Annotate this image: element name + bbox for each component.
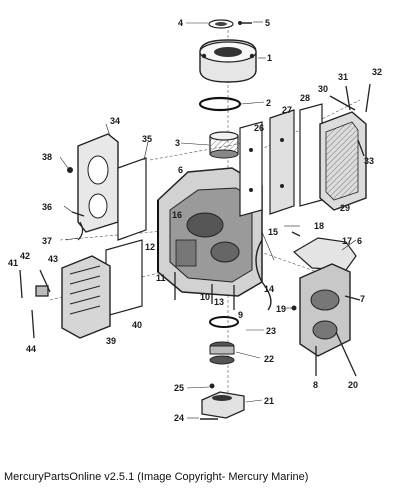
callout-43: 43 — [48, 254, 58, 264]
callout-labels: 1 2 3 4 5 6 6 7 8 9 10 11 12 13 14 15 16… — [8, 18, 382, 423]
crankcase-block — [157, 167, 263, 297]
callout-38: 38 — [42, 152, 52, 162]
callout-37: 37 — [42, 236, 52, 246]
exploded-parts-diagram: 1 2 3 4 5 6 6 7 8 9 10 11 12 13 14 15 16… — [8, 18, 382, 423]
callout-36: 36 — [42, 202, 52, 212]
cover-bolts-right — [329, 83, 371, 157]
callout-17: 17 — [342, 236, 352, 246]
callout-40: 40 — [132, 320, 142, 330]
left-fasteners — [19, 269, 51, 339]
exhaust-cover-right — [319, 111, 367, 211]
callout-24: 24 — [174, 413, 184, 423]
callout-12: 12 — [145, 242, 155, 252]
lower-end-cap — [200, 383, 245, 420]
callout-25: 25 — [174, 383, 184, 393]
copyright-caption: MercuryPartsOnline v2.5.1 (Image Copyrig… — [4, 471, 309, 483]
bleed-hose — [255, 239, 272, 311]
callout-34: 34 — [110, 116, 120, 126]
callout-2: 2 — [266, 98, 271, 108]
crankcase-bolts — [174, 272, 235, 310]
upper-end-cap — [199, 19, 257, 83]
o-ring-upper — [198, 96, 242, 112]
callout-20: 20 — [348, 380, 358, 390]
callout-35: 35 — [142, 134, 152, 144]
callout-26: 26 — [254, 123, 264, 133]
callout-27: 27 — [282, 105, 292, 115]
lower-seals — [209, 341, 235, 365]
callout-23: 23 — [266, 326, 276, 336]
callout-33: 33 — [364, 156, 374, 166]
callout-8: 8 — [313, 380, 318, 390]
callout-14: 14 — [264, 284, 274, 294]
callout-44: 44 — [26, 344, 36, 354]
callout-42: 42 — [20, 251, 30, 261]
callout-7: 7 — [360, 294, 365, 304]
callout-5: 5 — [265, 18, 270, 28]
callout-22: 22 — [264, 354, 274, 364]
intake-plates — [239, 103, 323, 217]
callout-32: 32 — [372, 67, 382, 77]
callout-21: 21 — [264, 396, 274, 406]
callout-15: 15 — [268, 227, 278, 237]
callout-39: 39 — [106, 336, 116, 346]
callout-29: 29 — [340, 203, 350, 213]
leader-lines — [59, 21, 357, 419]
o-ring-lower — [209, 316, 239, 328]
callout-9: 9 — [238, 310, 243, 320]
lower-crankcase-half — [291, 231, 361, 377]
callout-1: 1 — [267, 53, 272, 63]
callout-19: 19 — [276, 304, 286, 314]
callout-30: 30 — [318, 84, 328, 94]
upper-bearing — [209, 131, 239, 159]
transfer-cover-left — [67, 133, 147, 241]
callout-31: 31 — [338, 72, 348, 82]
exhaust-cover-left — [61, 255, 111, 339]
callout-18: 18 — [314, 221, 324, 231]
callout-3: 3 — [175, 138, 180, 148]
callout-13: 13 — [214, 297, 224, 307]
callout-16: 16 — [172, 210, 182, 220]
callout-4: 4 — [178, 18, 183, 28]
exhaust-gasket-left — [105, 239, 143, 317]
callout-6: 6 — [178, 165, 183, 175]
callout-11: 11 — [156, 273, 166, 283]
callout-6b: 6 — [357, 236, 362, 246]
callout-41: 41 — [8, 258, 18, 268]
callout-28: 28 — [300, 93, 310, 103]
callout-10: 10 — [200, 292, 210, 302]
